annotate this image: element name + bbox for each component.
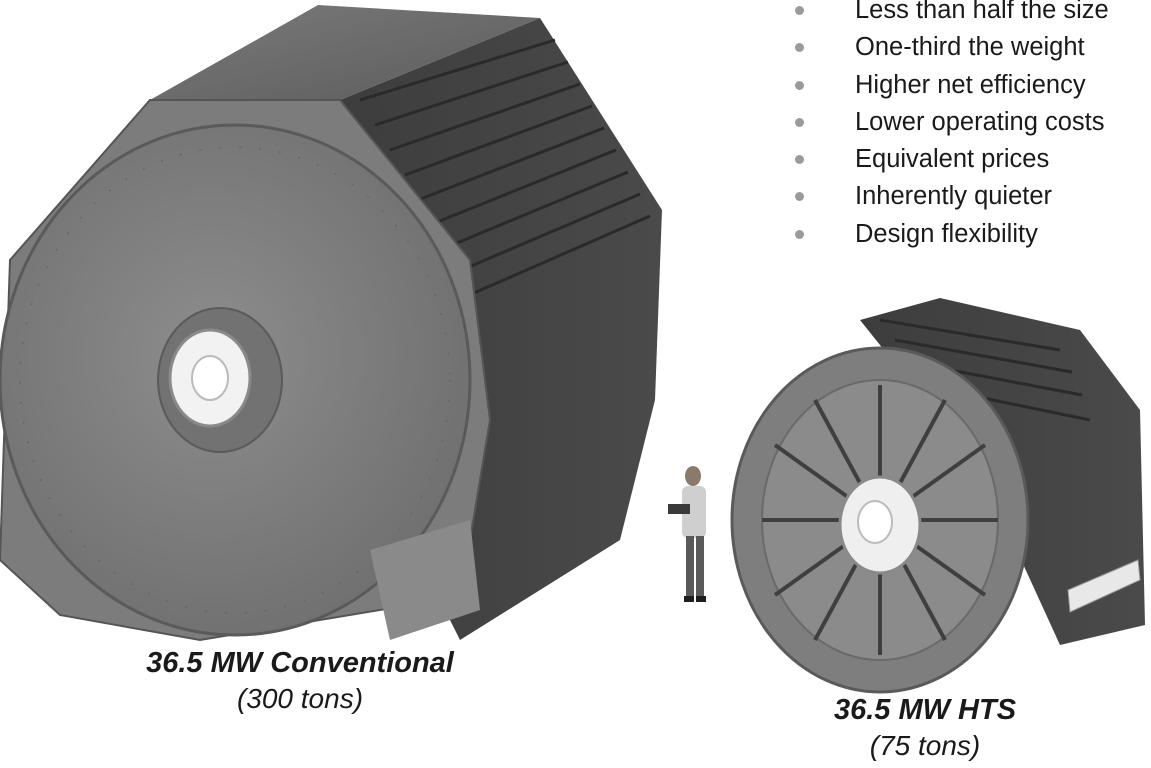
hts-motor-weight: (75 tons) (869, 730, 981, 761)
conventional-motor-weight: (300 tons) (236, 683, 364, 714)
bullet-icon (795, 43, 804, 53)
hts-motor-title: 36.5 MW HTS (833, 694, 1017, 726)
hts-motor-drawing (730, 298, 1145, 694)
bullet-icon (795, 117, 804, 127)
conventional-motor-fins (359, 38, 651, 302)
conventional-motor-top (150, 5, 540, 100)
bullet-icon (795, 80, 804, 90)
bullet-icon (795, 155, 804, 165)
conventional-motor-drawing (0, 5, 662, 642)
hts-motor-caption: 36.5 MW HTS (75 tons) (775, 692, 1075, 764)
conventional-motor-base (370, 520, 480, 640)
bullet-icon (795, 229, 804, 239)
conventional-motor-side (340, 18, 662, 640)
bullet-icon (795, 192, 804, 202)
conventional-motor-caption: 36.5 MW Conventional (300 tons) (100, 645, 500, 717)
bullet-icon (795, 6, 804, 15)
hts-motor-nameplate (1067, 559, 1141, 613)
conventional-motor-title: 36.5 MW Conventional (146, 647, 454, 679)
person-silhouette (668, 466, 706, 602)
